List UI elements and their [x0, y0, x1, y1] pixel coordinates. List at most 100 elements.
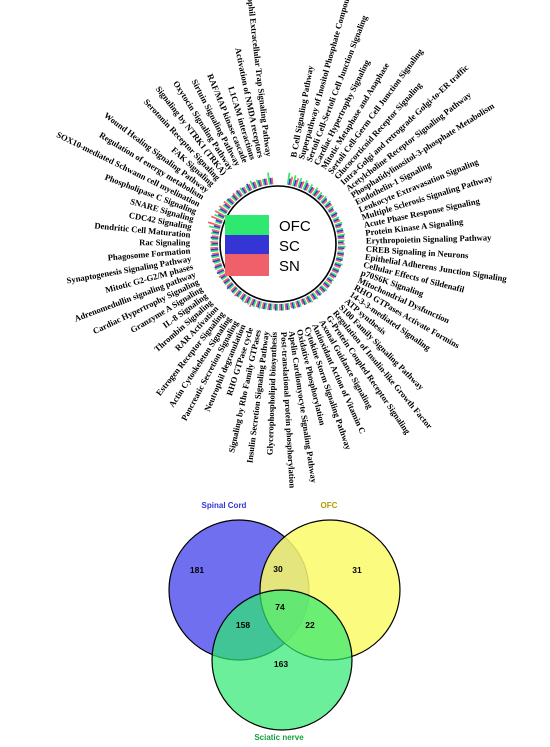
pathway-bar-sc [335, 223, 342, 228]
pathway-bar-ofc [336, 256, 344, 260]
pathway-bar-ofc [249, 180, 255, 190]
pathway-bar-ofc [292, 301, 297, 309]
pathway-bar-ofc [210, 249, 219, 253]
pathway-bar-sc [308, 186, 314, 194]
pathway-bar-sc [301, 298, 306, 306]
pathway-bar-ofc [327, 206, 334, 212]
pathway-bar-sc [311, 293, 317, 300]
pathway-bar-ofc [337, 239, 345, 242]
pathway-bar-ofc [297, 177, 303, 188]
pathway-bar-sn [234, 289, 241, 297]
pathway-bar-sn [325, 278, 333, 285]
pathway-bar-sn [331, 214, 338, 219]
pathway-bar-sc [223, 278, 230, 284]
pathway-bar-sc [231, 286, 238, 293]
pathway-bar-sn [322, 199, 328, 205]
pathway-bar-sc [269, 177, 272, 185]
pathway-bar-sc [212, 230, 220, 234]
pathway-bar-ofc [323, 200, 331, 207]
pathway-bar-ofc [312, 292, 319, 300]
pathway-bar-sc [291, 302, 295, 309]
pathway-bar-ofc [211, 232, 219, 236]
pathway-bar-sn [214, 210, 226, 217]
pathway-bar-sn [211, 235, 219, 238]
pathway-bar-ofc [320, 195, 327, 203]
pathway-bar-sc [333, 218, 339, 222]
pathway-bar-sn [336, 231, 344, 234]
venn-set-label-sciatic-nerve: Sciatic nerve [254, 733, 304, 742]
pathway-bar-sc [288, 178, 292, 186]
pathway-bar-sc [232, 194, 238, 201]
pathway-bar-sn [337, 237, 345, 240]
pathway-bar-sc [321, 197, 328, 204]
pathway-bar-ofc [307, 183, 314, 193]
pathway-bar-ofc [246, 297, 252, 305]
pathway-bar-sn [226, 281, 233, 288]
pathway-bar-ofc [211, 238, 219, 241]
pathway-bar-sc [246, 296, 251, 304]
pathway-bar-ofc [327, 276, 335, 282]
pathway-bar-sn [335, 225, 342, 229]
pathway-bar-sc [330, 212, 338, 217]
pathway-bar-sn [314, 290, 320, 297]
pathway-bar-sc [332, 268, 339, 273]
pathway-bar-sn [232, 192, 239, 200]
pathway-bar-ofc [261, 178, 266, 186]
legend-swatch-ofc [225, 215, 269, 238]
pathway-bar-ofc [303, 297, 308, 305]
pathway-bar-sn [328, 209, 335, 214]
pathway-bar-ofc [324, 280, 331, 287]
pathway-label: Glycerophospholipid biosynthesis [265, 331, 279, 455]
venn-diagram: Spinal Cord OFC Sciatic nerve 181 30 31 … [168, 501, 401, 742]
pathway-bar-sc [213, 224, 221, 229]
pathway-bar-ofc [209, 225, 221, 230]
pathway-bar-sc [241, 187, 247, 194]
pathway-bar-sc [226, 283, 234, 290]
pathway-bar-sn [289, 176, 294, 186]
pathway-bar-sc [329, 273, 337, 278]
pathway-bar-sn [322, 283, 329, 289]
pathway-bar-sn [211, 215, 223, 222]
pathway-bar-sc [240, 293, 246, 301]
pathway-bar-ofc [307, 295, 314, 303]
pathway-bar-sc [224, 203, 231, 209]
pathway-bar-sn [228, 197, 235, 204]
pathway-bar-ofc [258, 301, 263, 310]
pathway-bar-sn [295, 178, 300, 187]
pathway-bar-sn [328, 274, 335, 279]
pathway-bar-sn [318, 194, 325, 201]
pathway-bar-sc [251, 299, 256, 306]
pathway-bar-sc [315, 289, 322, 296]
pathway-bar-sc [298, 181, 303, 189]
pathway-bar-sc [324, 202, 332, 208]
pathway-bar-sc [293, 179, 297, 187]
pathway-bar-sc [306, 296, 312, 303]
pathway-bar-sn [333, 219, 341, 224]
pathway-bar-ofc [316, 191, 323, 199]
pathway-bar-sn [337, 243, 345, 245]
pathway-bar-sc [323, 282, 330, 288]
pathway-bar-sn [309, 293, 315, 301]
pathway-bar-sc [268, 303, 272, 311]
pathway-bar-ofc [337, 251, 345, 254]
pathway-bar-sc [337, 252, 344, 256]
pathway-bar-sn [212, 257, 220, 262]
pathway-bar-sc [280, 303, 283, 311]
pathway-bar-ofc [332, 266, 340, 271]
pathway-bar-sn [249, 298, 255, 308]
pathway-bar-ofc [232, 287, 239, 294]
pathway-bar-sn [259, 179, 263, 187]
pathway-bar-sc [263, 178, 267, 186]
pathway-bar-sc [303, 182, 309, 191]
pathway-bar-ofc [225, 199, 233, 206]
pathway-bar-sn [255, 300, 260, 308]
pathway-bar-sn [336, 254, 344, 257]
pathway-bar-ofc [292, 175, 297, 187]
pathway-bar-sc [236, 290, 242, 297]
pathway-bar-ofc [210, 244, 219, 247]
pathway-bar-sn [300, 181, 305, 189]
pathway-bar-sn [210, 246, 219, 249]
pathway-bar-sc [313, 190, 319, 197]
pathway-bar-sn [271, 177, 274, 185]
pathway-bar-ofc [237, 291, 243, 298]
